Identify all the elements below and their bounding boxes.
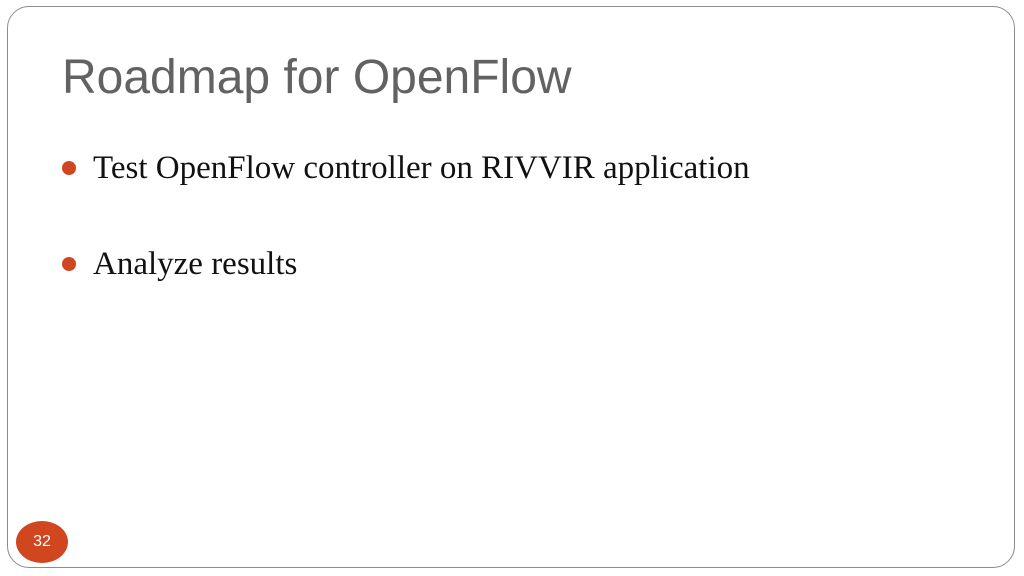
page-number-badge: 32	[16, 521, 68, 563]
bullet-text: Test OpenFlow controller on RIVVIR appli…	[93, 150, 750, 186]
bullet-item: Analyze results	[62, 240, 750, 288]
bullet-list: Test OpenFlow controller on RIVVIR appli…	[62, 144, 750, 336]
bullet-text: Analyze results	[93, 246, 298, 282]
page-number: 32	[33, 533, 51, 550]
slide-frame	[7, 6, 1015, 568]
bullet-item: Test OpenFlow controller on RIVVIR appli…	[62, 144, 750, 192]
bullet-dot-icon	[62, 161, 76, 175]
slide-title: Roadmap for OpenFlow	[62, 51, 572, 104]
bullet-dot-icon	[62, 257, 76, 271]
